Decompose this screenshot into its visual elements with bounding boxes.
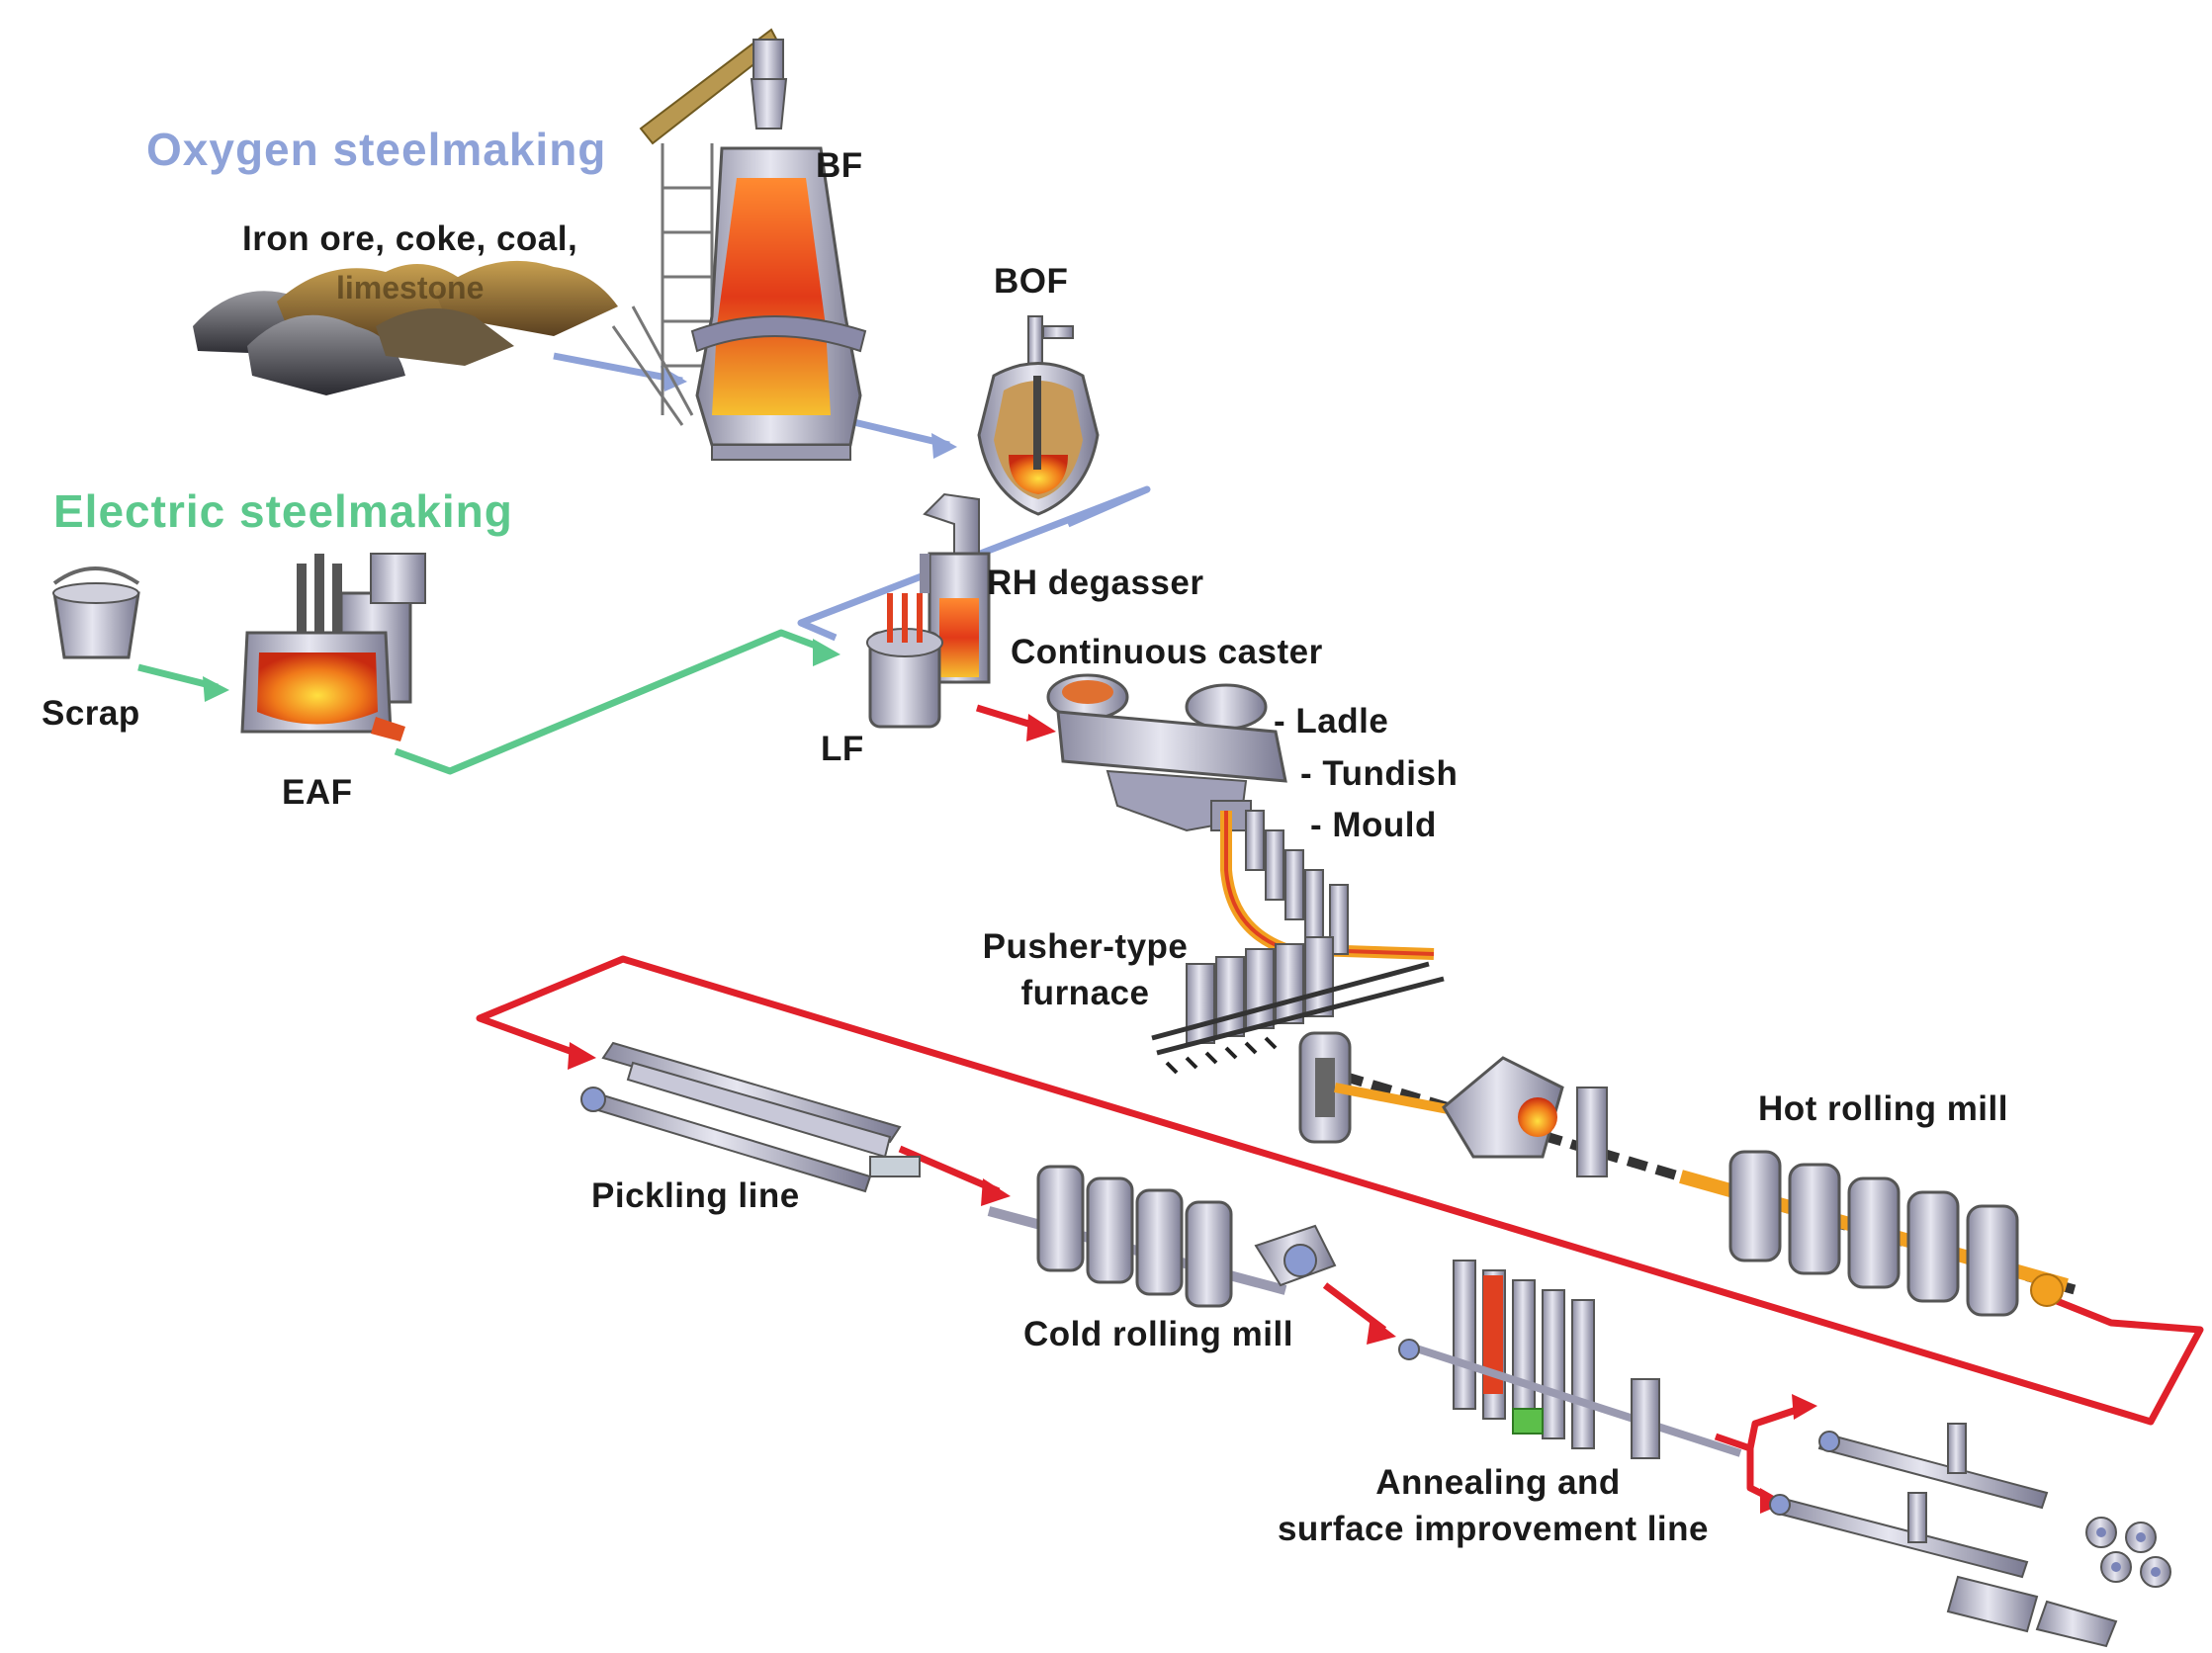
annealing-line-equipment (1398, 1260, 1742, 1459)
bof-label: BOF (994, 262, 1069, 301)
pusher-furnace-label-line2: furnace (1020, 974, 1150, 1012)
pusher-type-furnace (1151, 936, 1445, 1075)
electric-arc-furnace (240, 553, 426, 741)
scrap-bucket (52, 566, 140, 659)
tundish-label: - Tundish (1300, 754, 1459, 793)
mould-label: - Mould (1310, 806, 1437, 844)
lf-label: LF (821, 730, 864, 768)
raw-materials-hidden-label: limestone (336, 270, 484, 305)
eaf-label: EAF (282, 773, 353, 812)
bf-label: BF (816, 146, 863, 185)
pusher-furnace-label-line1: Pusher-type (982, 927, 1189, 966)
pickling-line-equipment (580, 1041, 921, 1193)
scrap-label: Scrap (42, 694, 140, 733)
finishing-lines (1769, 1423, 2049, 1579)
electric-steelmaking-title: Electric steelmaking (53, 485, 513, 537)
bof-converter (977, 315, 1100, 516)
electric-arrowheads (203, 639, 841, 702)
annealing-label-line2: surface improvement line (1277, 1510, 1710, 1548)
raw-material-piles (193, 260, 618, 395)
pickling-line-label: Pickling line (591, 1176, 800, 1215)
rh-degasser-label: RH degasser (987, 564, 1204, 602)
hot-rolling-mill-label: Hot rolling mill (1758, 1089, 2008, 1128)
cold-rolling-equipment (987, 1165, 1337, 1308)
cold-rolling-mill-label: Cold rolling mill (1023, 1315, 1293, 1353)
ladle-label: - Ladle (1274, 702, 1389, 740)
oxygen-steelmaking-title: Oxygen steelmaking (146, 124, 607, 175)
product-coils-and-sheets (1946, 1517, 2171, 1648)
ladle-furnace (866, 593, 943, 729)
raw-materials-label: Iron ore, coke, coal, (242, 219, 578, 258)
blast-furnace (611, 28, 867, 461)
electric-route (137, 629, 823, 775)
annealing-label-line1: Annealing and (1375, 1463, 1621, 1502)
continuous-caster-label: Continuous caster (1011, 633, 1323, 671)
hot-rolling-line (1298, 1031, 2079, 1317)
